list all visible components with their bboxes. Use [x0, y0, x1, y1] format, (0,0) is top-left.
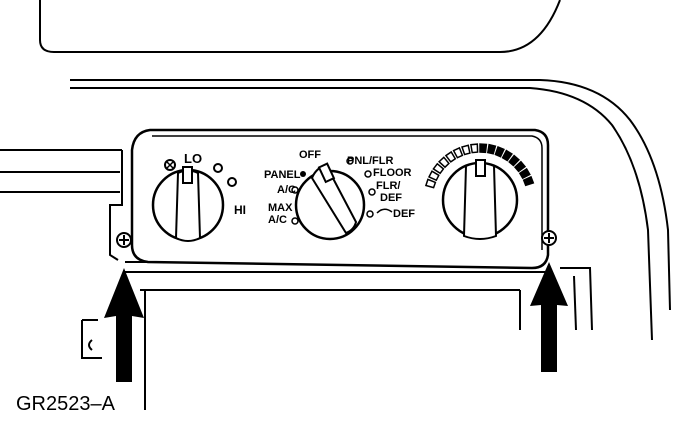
temperature-scale-segment [452, 146, 464, 159]
mode-max-ac-label: A/C [268, 214, 287, 226]
blower-knob: LO HI [151, 151, 246, 242]
temperature-scale-segment [444, 150, 457, 163]
mode-panel-label: PANEL [264, 169, 301, 181]
temperature-scale-icon [424, 143, 535, 189]
left-arrow [104, 268, 144, 382]
temperature-scale-segment [508, 154, 520, 167]
mode-off-label: OFF [299, 149, 321, 161]
temperature-knob [424, 143, 535, 240]
mode-knob: OFF PANEL A/C MAX A/C PNL/FLR FLOOR FLR/… [264, 149, 415, 241]
blower-hi-label: HI [234, 203, 246, 217]
temperature-scale-segment [522, 175, 535, 187]
temperature-scale-segment [501, 149, 513, 162]
up-arrow-icon [530, 262, 568, 372]
temperature-scale-segment [432, 162, 445, 175]
left-bracket [81, 150, 123, 359]
mode-flr-def-label: DEF [380, 192, 402, 204]
mode-flr-label: FLR/ [376, 180, 400, 192]
temperature-scale-segment [518, 167, 531, 180]
mode-floor-label: FLOOR [373, 167, 412, 179]
temperature-scale-segment [470, 143, 479, 154]
temperature-scale-segment [494, 146, 505, 158]
temperature-scale-segment [479, 143, 488, 154]
temperature-scale-segment [461, 144, 471, 156]
up-arrow-icon [104, 268, 144, 382]
temperature-scale-segment [486, 143, 497, 155]
mode-max-label: MAX [268, 202, 293, 214]
temperature-scale-segment [424, 178, 437, 189]
right-arrow [530, 262, 568, 372]
temperature-scale-segment [513, 160, 527, 173]
figure-code: GR2523–A [16, 393, 116, 415]
screw-right [541, 230, 557, 246]
temperature-scale-segment [438, 156, 450, 169]
mode-ac-label: A/C [277, 184, 296, 196]
blower-lo-label: LO [184, 151, 202, 166]
mode-def-label: DEF [393, 208, 415, 220]
mode-pnl-flr-label: PNL/FLR [347, 155, 393, 167]
temperature-scale-segment [427, 170, 440, 182]
screw-left [116, 232, 132, 248]
